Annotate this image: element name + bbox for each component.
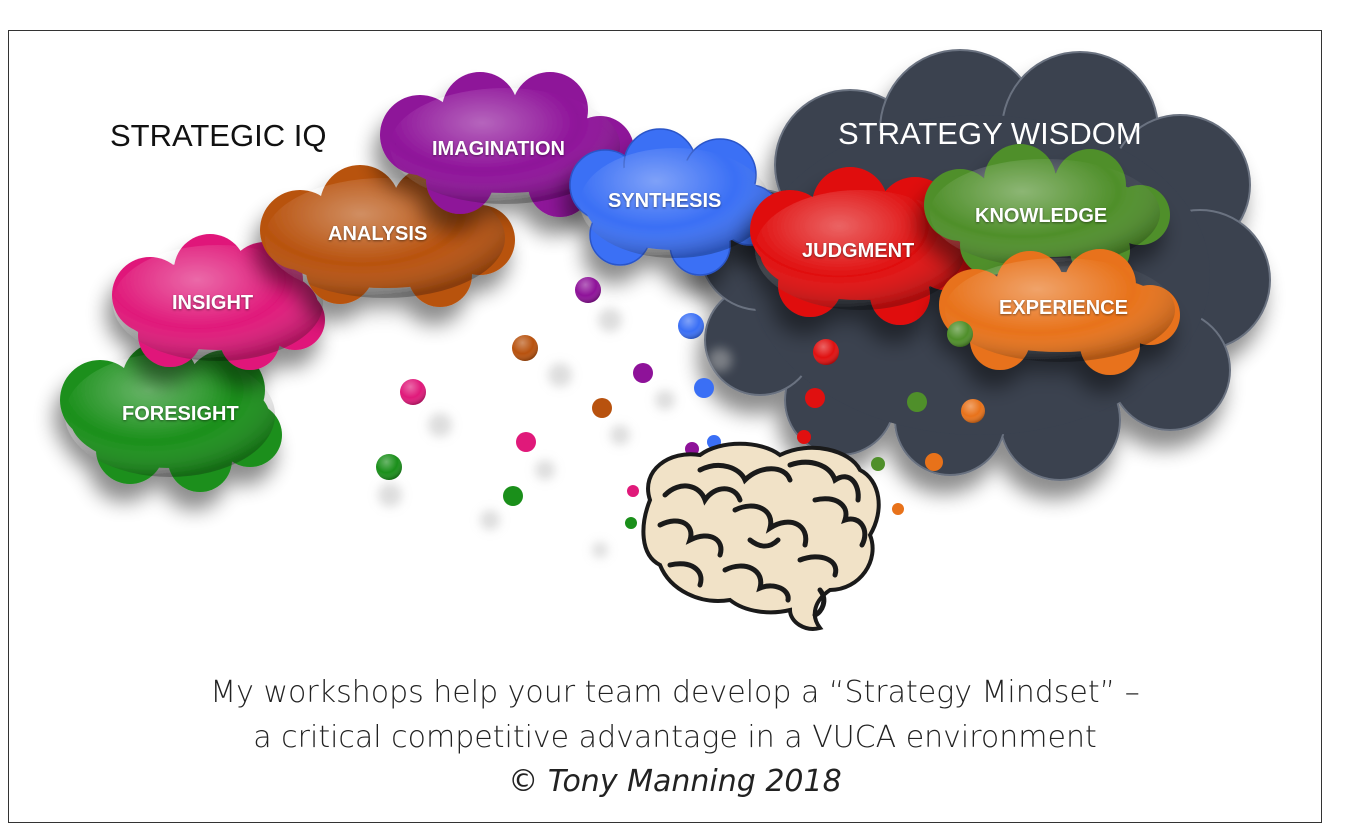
analysis-cloud <box>260 165 515 307</box>
knowledge-cloud <box>924 144 1170 280</box>
analysis-label: ANALYSIS <box>328 223 428 245</box>
judgment-cloud <box>750 167 975 325</box>
strategy-wisdom-heading: STRATEGY WISDOM <box>838 116 1142 151</box>
caption-line-2: a critical competitive advantage in a VU… <box>253 720 1097 755</box>
caption-line-1: My workshops help your team develop a “S… <box>210 675 1140 710</box>
judgment-label: JUDGMENT <box>802 240 915 262</box>
knowledge-label: KNOWLEDGE <box>975 205 1108 227</box>
copyright-line: © Tony Manning 2018 <box>508 764 842 799</box>
imagination-label: IMAGINATION <box>432 138 565 160</box>
thought-bubbles <box>376 277 985 558</box>
insight-label: INSIGHT <box>172 292 254 314</box>
foresight-label: FORESIGHT <box>122 403 239 425</box>
diagram-frame <box>8 30 1322 823</box>
brain-illustration <box>641 441 881 631</box>
insight-cloud <box>112 234 325 370</box>
foresight-cloud <box>60 342 282 492</box>
synthesis-cloud <box>569 128 781 276</box>
synthesis-label: SYNTHESIS <box>608 190 722 212</box>
experience-label: EXPERIENCE <box>999 297 1128 319</box>
strategic-iq-heading: STRATEGIC IQ <box>110 118 327 153</box>
